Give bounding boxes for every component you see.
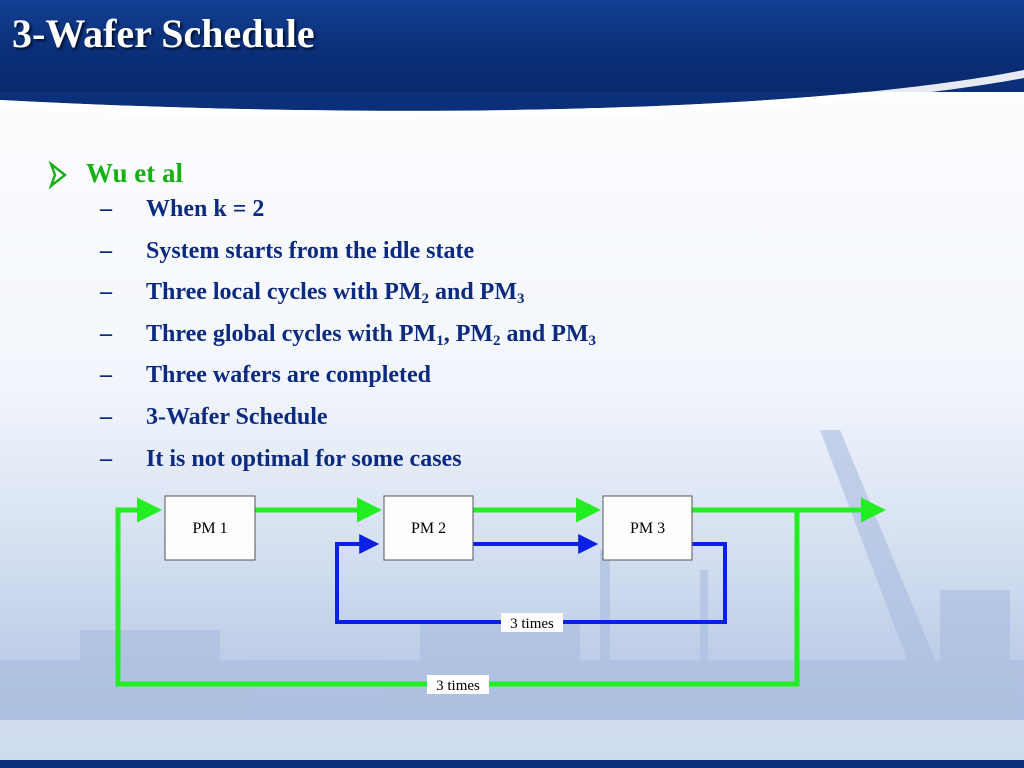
sub-bullet-text: When k = 2 [146, 196, 265, 222]
dash-marker: – [100, 403, 112, 430]
header-swoosh [0, 70, 1024, 119]
global-loop-label: 3 times [427, 675, 489, 694]
pm2-box: PM 2 [383, 495, 474, 561]
dash-marker: – [100, 320, 112, 347]
svg-text:3 times: 3 times [510, 616, 554, 632]
pm3-label: PM 3 [630, 520, 665, 537]
local-loop-label: 3 times [501, 613, 563, 632]
background-harbor-scene [0, 390, 1024, 760]
title-bar [0, 0, 1024, 92]
sub-bullet-text: Three global cycles with PM1, PM2 and PM… [146, 320, 597, 349]
dash-marker: – [100, 196, 112, 222]
bottom-bar [0, 760, 1024, 768]
dash-marker: – [100, 237, 112, 264]
sub-bullet-text: 3-Wafer Schedule [146, 403, 328, 430]
pm2-label: PM 2 [411, 520, 446, 537]
svg-text:3 times: 3 times [436, 678, 480, 694]
global-cycle-return-path [115, 497, 800, 687]
pm3-box: PM 3 [602, 495, 693, 561]
dash-marker: – [100, 362, 112, 389]
slide-title: 3-Wafer Schedule [12, 11, 315, 56]
sub-bullet-text: It is not optimal for some cases [146, 445, 462, 472]
dash-marker: – [100, 279, 112, 306]
sub-bullet-text: Three wafers are completed [146, 362, 432, 389]
pm1-box: PM 1 [164, 495, 256, 561]
sub-bullet-text: System starts from the idle state [146, 237, 475, 264]
sub-bullet-text: Three local cycles with PM2 and PM3 [146, 279, 525, 308]
bullet-main-label: Wu et al [86, 158, 184, 188]
dash-marker: – [100, 445, 112, 472]
arrow-bullet-icon [48, 160, 67, 190]
pm1-label: PM 1 [192, 520, 227, 537]
